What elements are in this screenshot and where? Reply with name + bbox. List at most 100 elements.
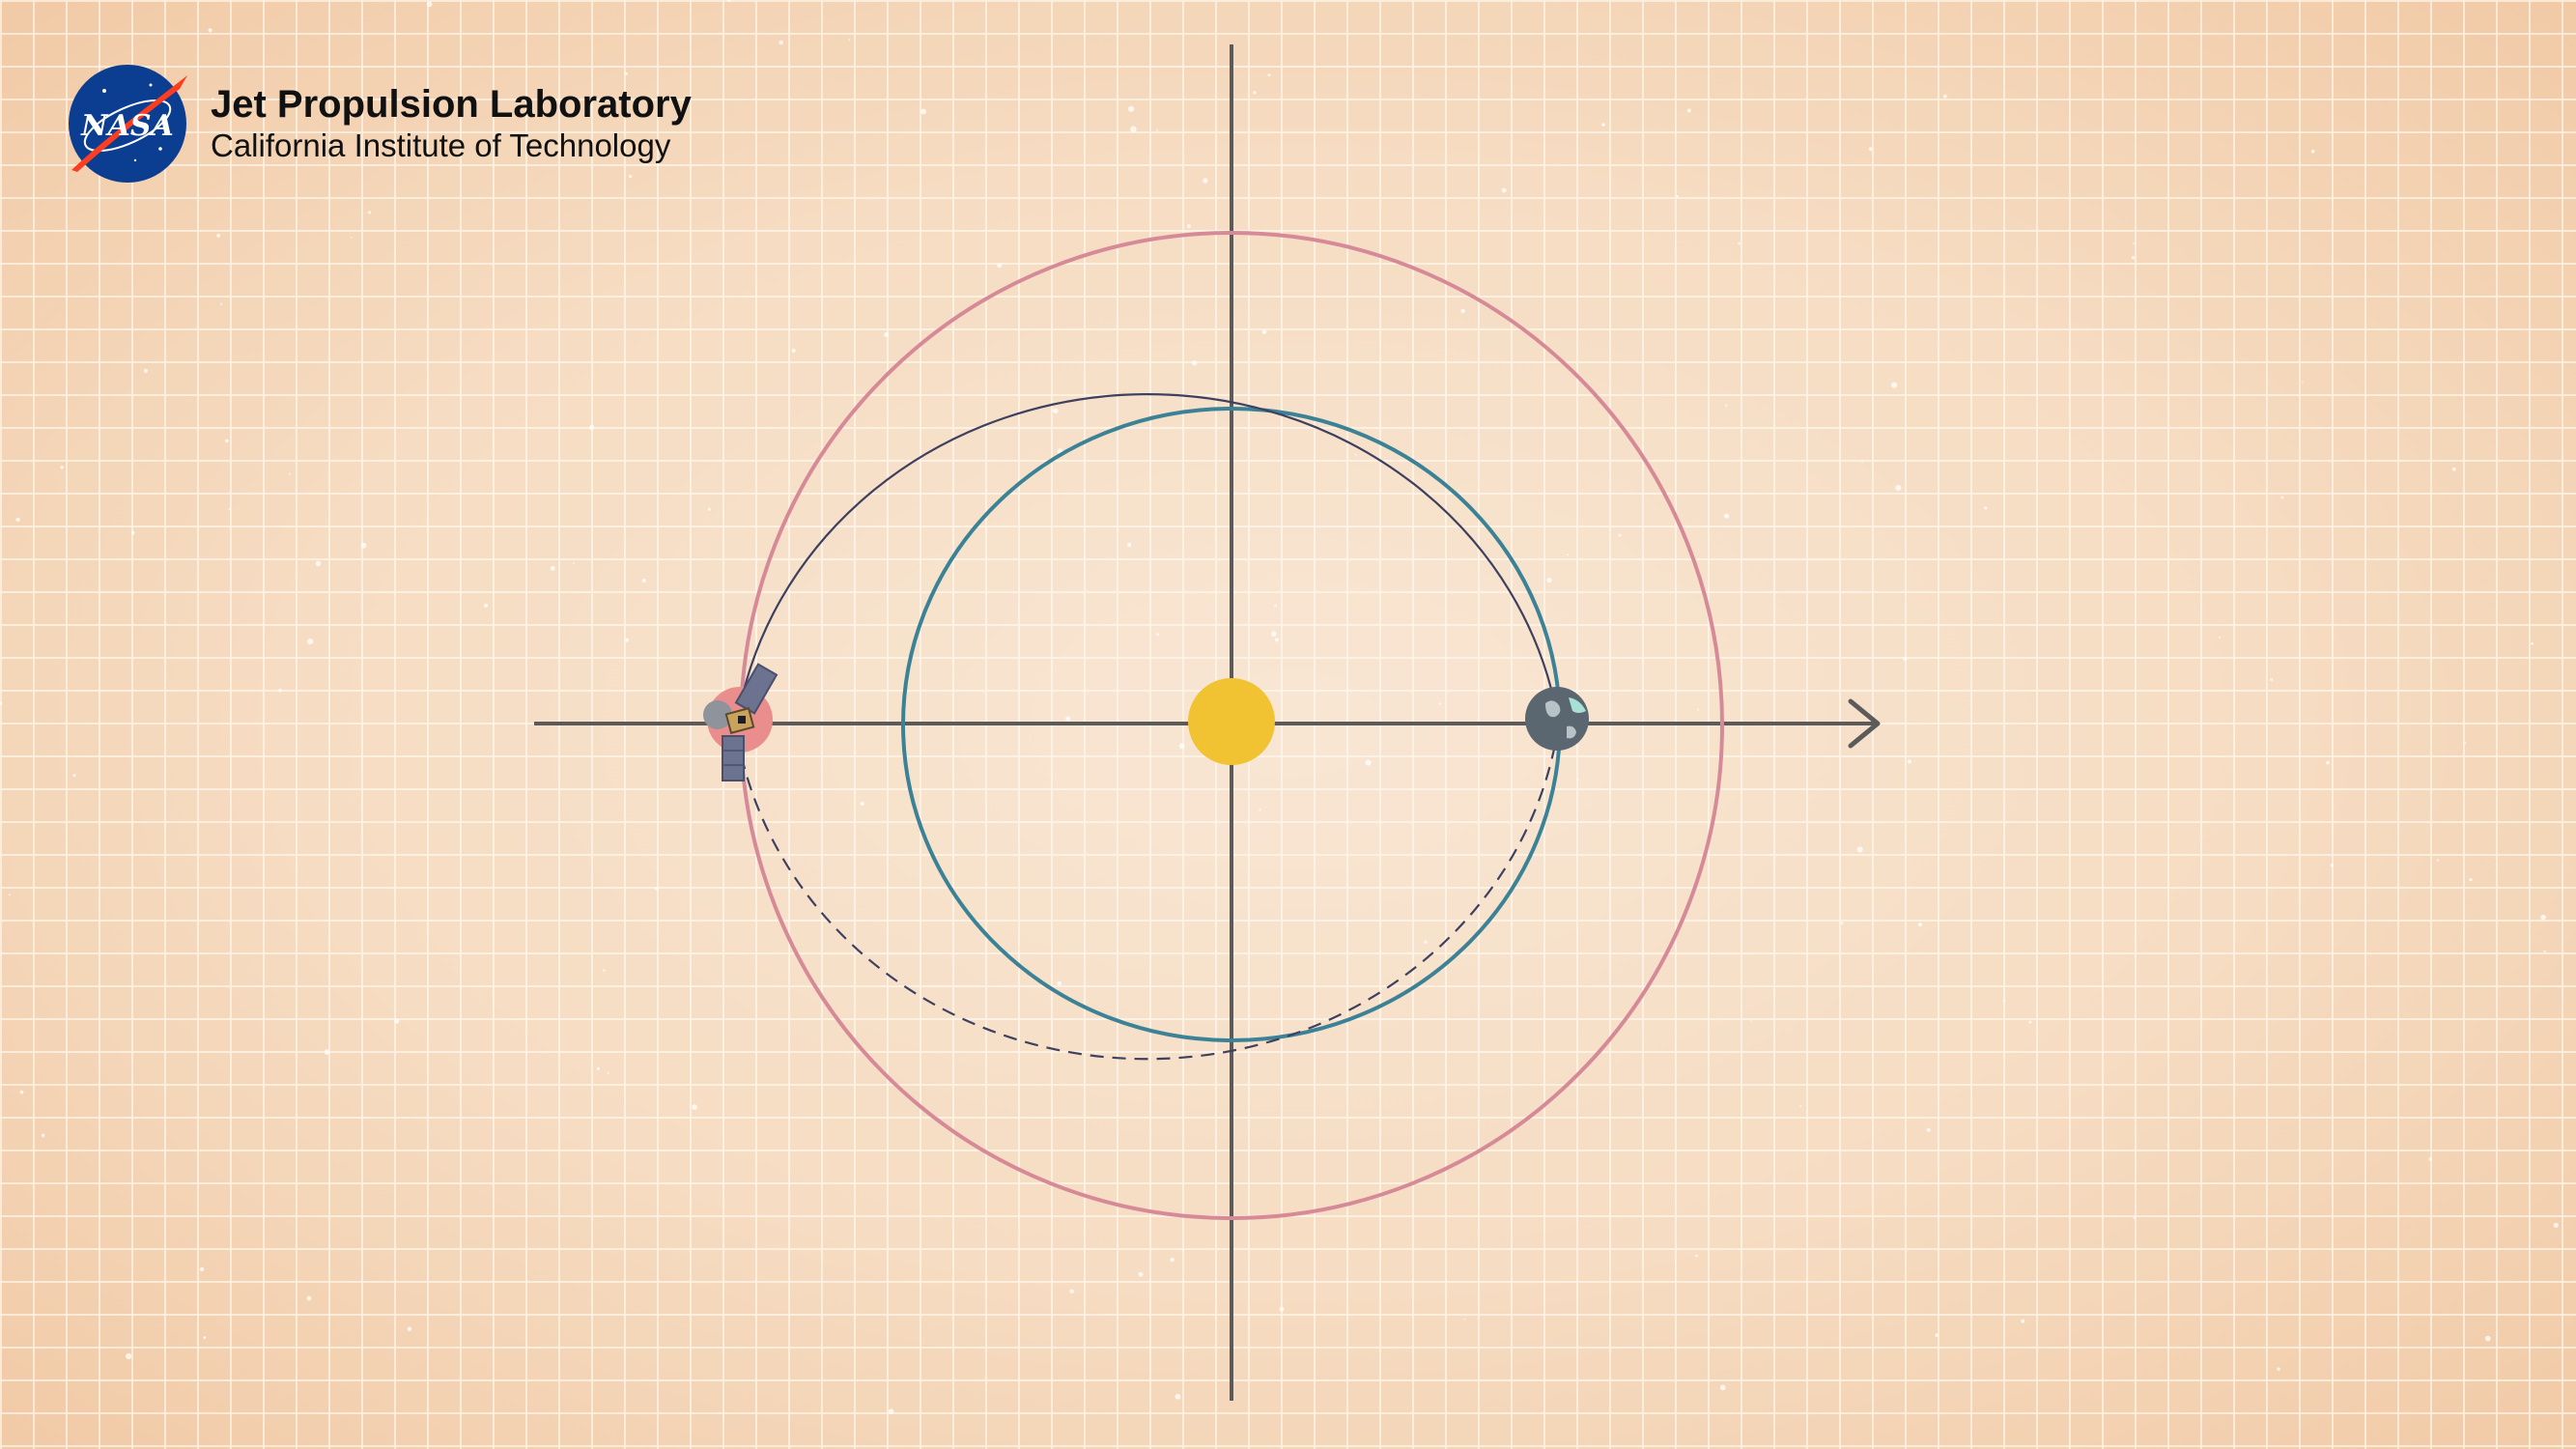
speckle [1170, 1257, 1175, 1263]
speckle [72, 774, 76, 778]
speckle [550, 566, 555, 571]
speckle [1138, 1271, 1144, 1277]
speckle [1259, 809, 1261, 811]
speckle [1501, 187, 1507, 193]
speckle [1057, 980, 1062, 986]
sun-icon [1188, 678, 1275, 765]
speckle [624, 71, 628, 75]
speckle [1697, 708, 1700, 711]
speckle [1203, 178, 1208, 184]
speckle [394, 1018, 400, 1024]
speckle [1253, 91, 1257, 95]
speckle [203, 1336, 207, 1340]
speckle [212, 98, 214, 100]
speckle [8, 894, 11, 896]
transfer-orbit-outbound [735, 393, 1559, 724]
speckle [208, 28, 212, 33]
speckle [572, 562, 575, 564]
speckle [888, 1408, 894, 1414]
speckle [1840, 922, 1844, 924]
speckle [1903, 657, 1908, 662]
speckle [2280, 496, 2284, 499]
speckle [2531, 641, 2534, 645]
speckle [220, 302, 223, 305]
speckle [1907, 759, 1911, 764]
speckle [2028, 1020, 2032, 1024]
speckle [1186, 224, 1191, 229]
speckle [1895, 485, 1902, 491]
speckle [306, 1295, 312, 1301]
speckle [288, 472, 291, 475]
speckle [484, 603, 489, 608]
speckle [1546, 578, 1552, 583]
speckle [625, 638, 629, 642]
speckle [2133, 1216, 2136, 1219]
speckle [795, 888, 798, 891]
spacecraft-icon [703, 663, 778, 781]
speckle [315, 560, 322, 567]
speckle [1676, 195, 1679, 198]
speckle [1868, 147, 1873, 152]
earth-icon [1525, 687, 1589, 751]
axis-arrow-icon [1848, 698, 1881, 749]
speckle [2021, 1319, 2025, 1323]
speckle [324, 1049, 330, 1055]
speckle [1725, 404, 1728, 407]
speckle [596, 1066, 600, 1070]
speckle [19, 1090, 24, 1094]
speckle [60, 466, 64, 469]
speckle [1738, 242, 1741, 245]
speckle [1175, 1393, 1181, 1400]
speckle [1069, 1289, 1074, 1293]
speckle [228, 508, 231, 511]
speckle [1354, 453, 1357, 456]
speckle [654, 887, 659, 891]
speckle [0, 701, 3, 706]
speckle [1127, 542, 1132, 548]
speckle [1799, 1104, 1802, 1107]
speckle [1723, 513, 1730, 519]
speckle [2131, 256, 2135, 260]
transfer-orbit-return [735, 733, 1559, 1061]
speckle [2133, 242, 2136, 245]
speckle [588, 424, 595, 431]
speckle [2436, 859, 2440, 862]
speckle [607, 1071, 609, 1074]
speckle [1181, 1249, 1184, 1252]
speckle [2270, 678, 2274, 682]
speckle [1065, 716, 1071, 722]
speckle [2428, 1157, 2433, 1161]
speckle [1424, 940, 1428, 944]
speckle [407, 1326, 412, 1332]
speckle [2002, 999, 2006, 1003]
speckle [1156, 128, 1158, 131]
speckle [1191, 360, 1198, 366]
speckle [1926, 1127, 1931, 1132]
speckle [1460, 308, 1465, 314]
speckle [920, 108, 926, 115]
speckle [2484, 1335, 2491, 1342]
speckle [216, 233, 221, 238]
speckle [2464, 742, 2467, 744]
speckle [225, 439, 229, 443]
speckle [278, 688, 282, 693]
nasa-logo-text: NASA [80, 109, 174, 143]
speckle [2330, 864, 2335, 867]
speckle [2219, 636, 2221, 639]
speckle [1130, 126, 1137, 132]
speckle [1567, 554, 1569, 556]
speckle [727, 0, 731, 2]
speckle [2326, 760, 2330, 765]
speckle [1261, 329, 1267, 335]
speckle [41, 1133, 45, 1138]
speckle [2469, 878, 2473, 882]
speckle [426, 1, 433, 8]
speckle [1178, 743, 1185, 750]
speckle [1917, 923, 1923, 927]
speckle [199, 1266, 205, 1272]
lab-subtitle: California Institute of Technology [211, 128, 671, 163]
speckle [603, 969, 606, 972]
speckle [307, 639, 314, 645]
speckle [2543, 950, 2546, 953]
